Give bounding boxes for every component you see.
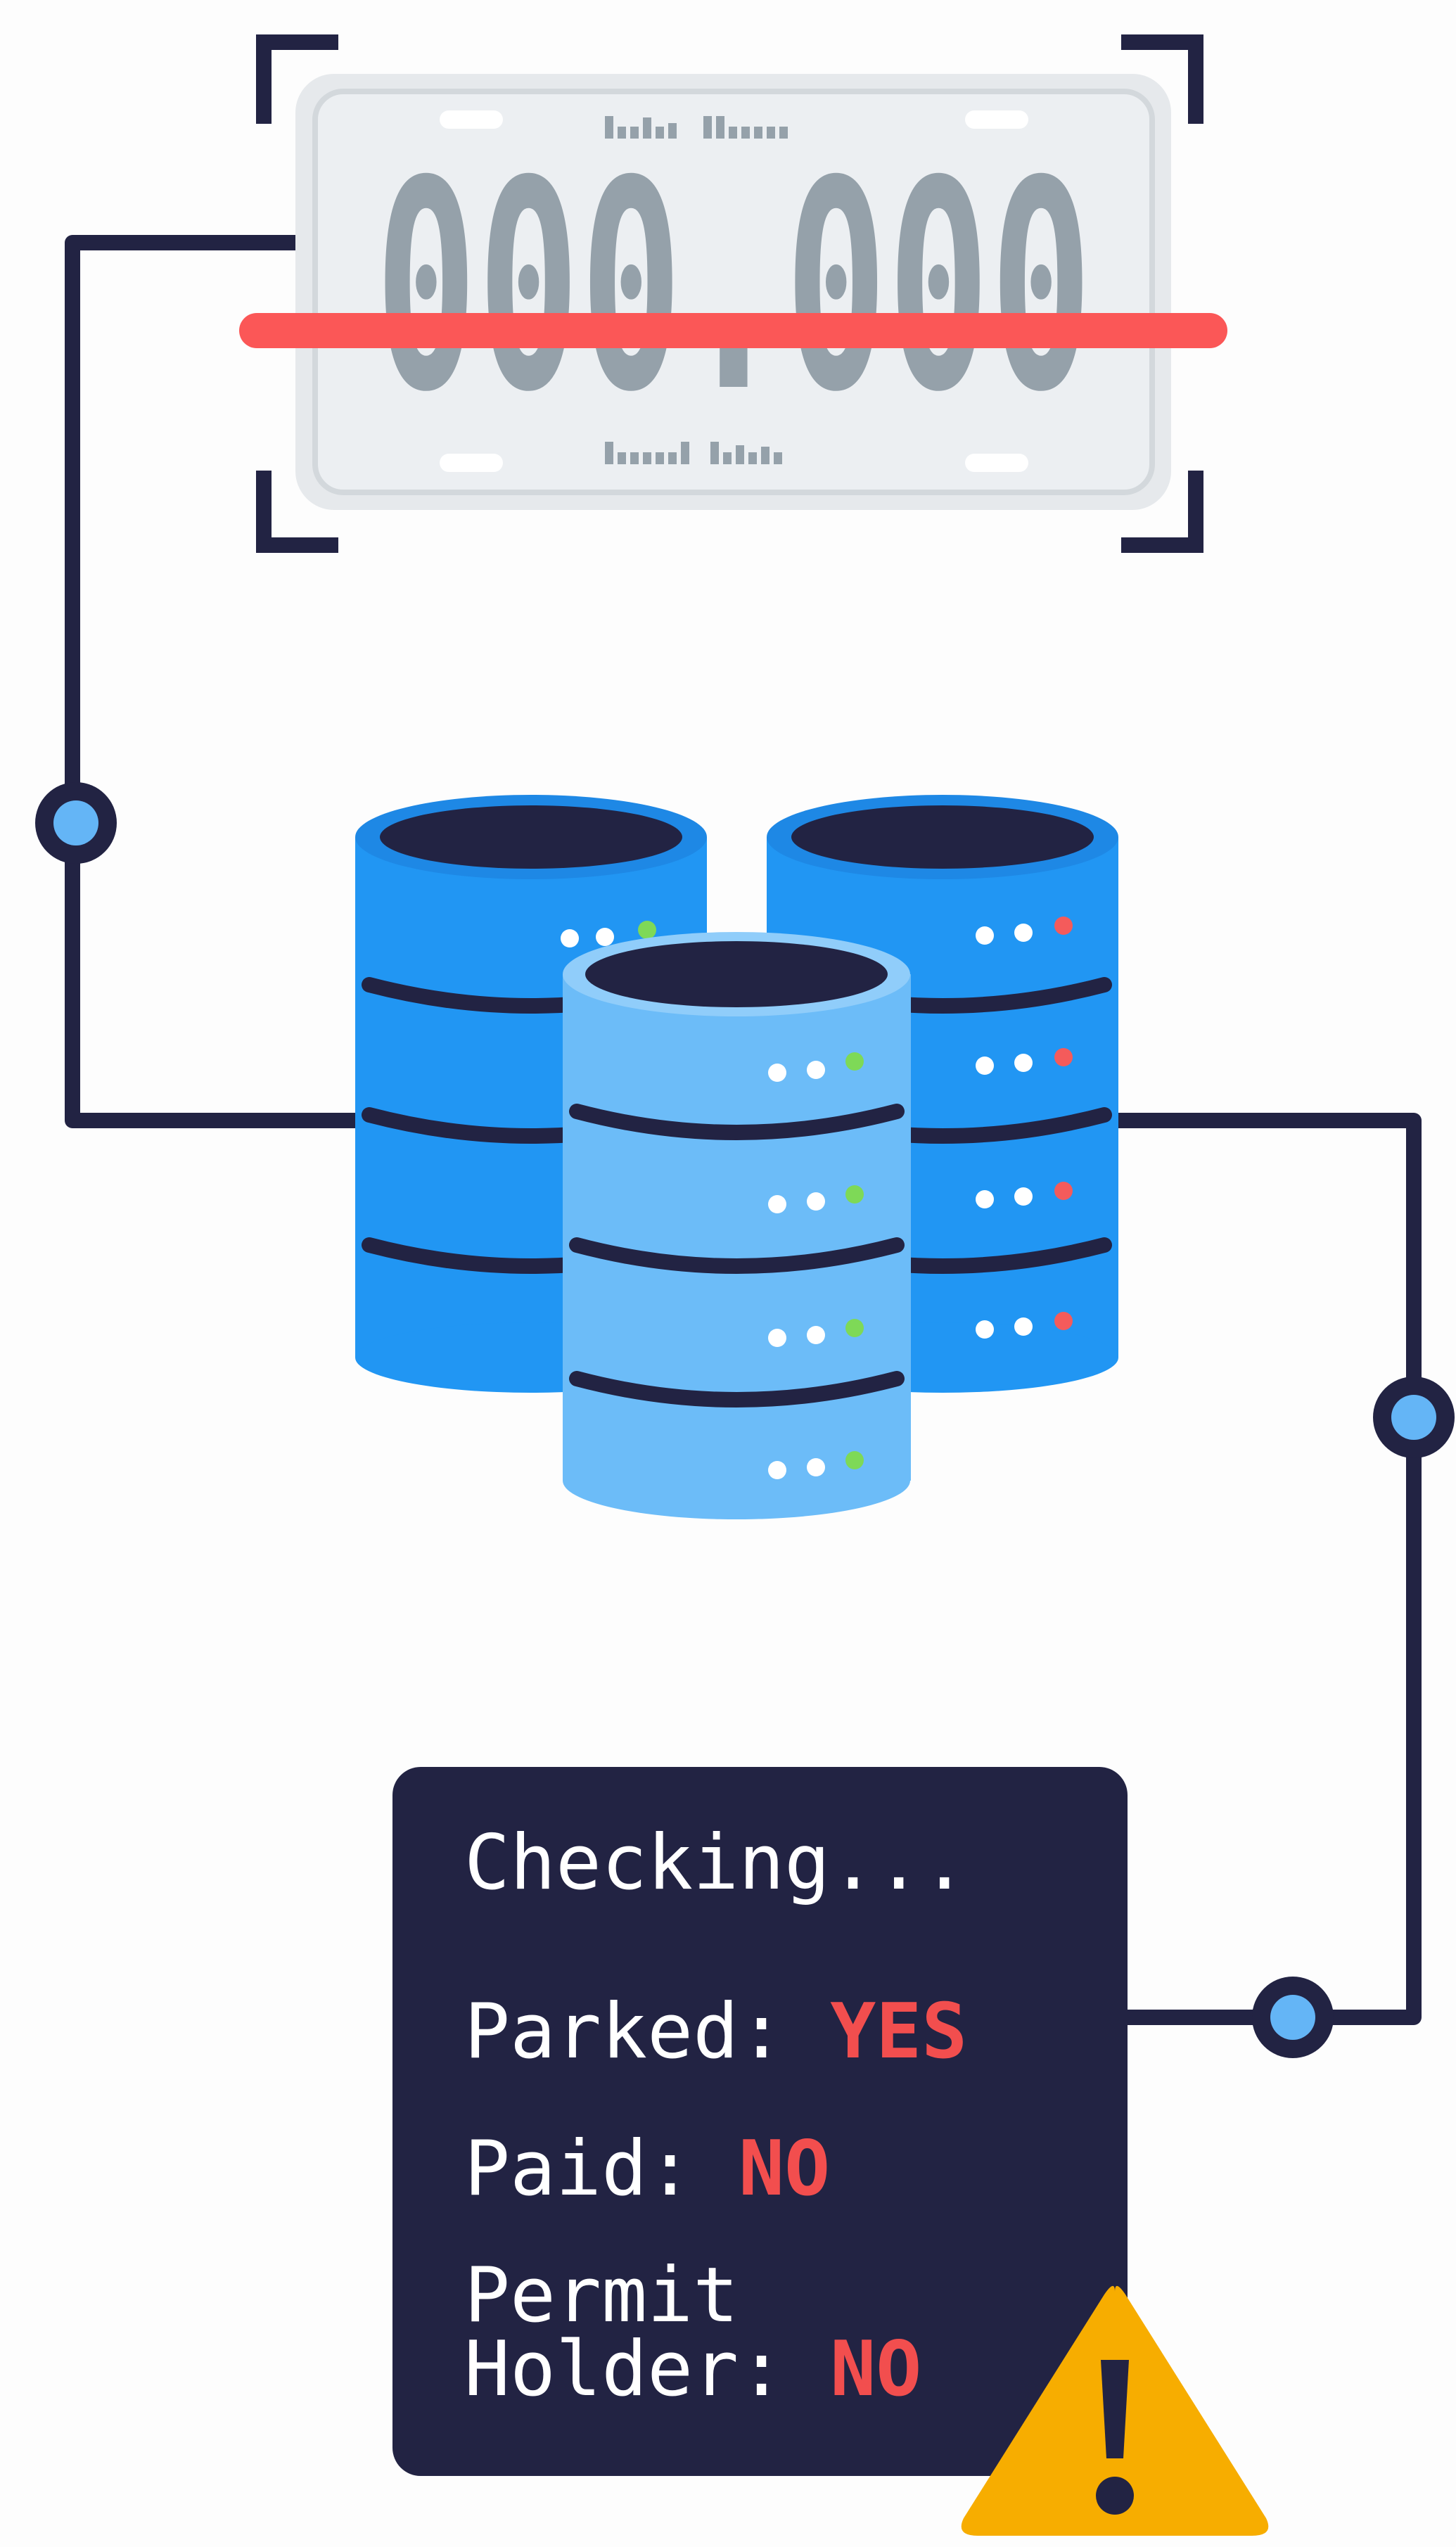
status-lights-left-top bbox=[561, 921, 656, 947]
permit-label-line1: Permit bbox=[464, 2252, 739, 2339]
scan-frame-icon bbox=[256, 34, 1203, 553]
status-lights-right bbox=[976, 917, 1073, 1339]
terminal-row-paid: Paid: NO bbox=[464, 2125, 830, 2213]
plate-decor-bottom bbox=[605, 442, 782, 464]
plate-decor-top bbox=[605, 116, 788, 139]
plate-mounting-holes bbox=[440, 110, 1028, 472]
permit-label-line2: Holder: bbox=[464, 2325, 784, 2413]
terminal-heading: Checking... bbox=[464, 1819, 967, 1907]
paid-label: Paid: bbox=[464, 2125, 693, 2213]
parked-value: YES bbox=[830, 1988, 967, 2076]
paid-value: NO bbox=[739, 2125, 830, 2213]
connector-plate-to-database bbox=[65, 235, 366, 1128]
plate-number: 000.000 bbox=[375, 119, 1092, 455]
parked-label: Parked: bbox=[464, 1988, 784, 2076]
terminal-row-permit: Holder: NO bbox=[464, 2325, 921, 2413]
connector-node-left bbox=[35, 782, 117, 864]
database-server-icon bbox=[355, 795, 1118, 1519]
connector-database-to-terminal bbox=[1104, 1113, 1422, 2025]
connector-node-terminal bbox=[1252, 1977, 1334, 2058]
plate-inner bbox=[312, 89, 1155, 495]
database-stack-front bbox=[563, 932, 911, 1519]
permit-value: NO bbox=[830, 2325, 921, 2413]
license-plate-icon: 000.000 bbox=[239, 34, 1227, 553]
status-lights-front bbox=[768, 1052, 864, 1479]
terminal-panel: Checking... Parked: YES Paid: NO Permit … bbox=[392, 1767, 1128, 2476]
connector-node-right bbox=[1373, 1377, 1455, 1458]
terminal-row-parked: Parked: YES bbox=[464, 1988, 967, 2076]
warning-triangle-icon bbox=[961, 2285, 1269, 2536]
